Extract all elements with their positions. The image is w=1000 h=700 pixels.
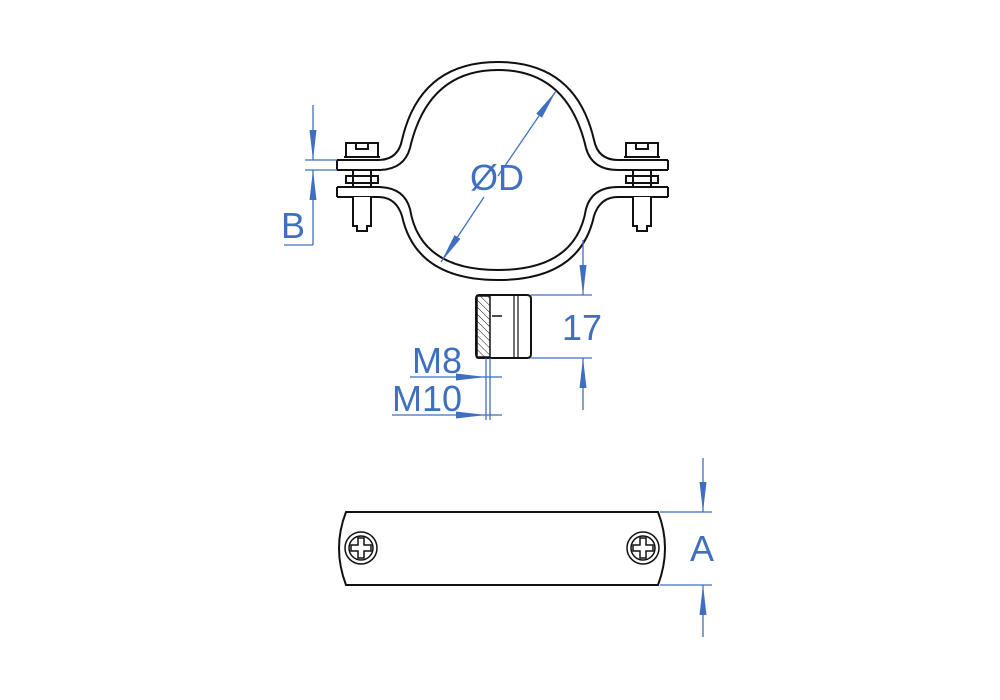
lower-band	[337, 186, 668, 282]
left-screw	[344, 142, 380, 232]
dimension-b: B	[281, 105, 337, 246]
right-screw-head	[626, 531, 660, 565]
dimension-nut-height: 17	[531, 240, 602, 410]
dimension-a: A	[660, 458, 714, 637]
dimension-diameter-label: ØD	[470, 157, 524, 198]
clamp-top-view	[338, 511, 666, 586]
thread-m8-label: M8	[412, 340, 462, 381]
welded-nut	[475, 294, 532, 359]
dimension-17-label: 17	[562, 307, 602, 348]
dimension-threads: M8 M10	[392, 340, 502, 420]
thread-m10-label: M10	[392, 378, 462, 419]
left-screw-head	[344, 531, 378, 565]
clamp-front-view	[336, 60, 669, 359]
right-screw	[624, 142, 660, 232]
dimension-b-label: B	[281, 205, 305, 246]
dimension-diameter: ØD	[440, 90, 557, 263]
dimension-a-label: A	[690, 528, 714, 569]
upper-band	[337, 60, 668, 171]
